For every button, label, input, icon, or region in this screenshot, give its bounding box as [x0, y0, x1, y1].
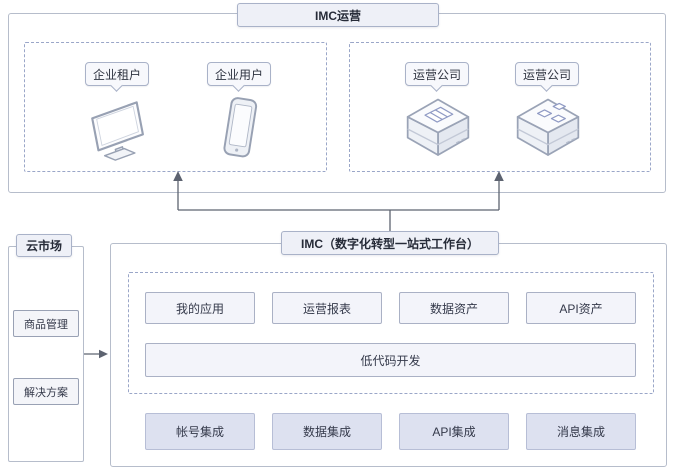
label-bubble-operator-company-2: 运营公司 — [515, 62, 579, 86]
cell-lowcode-development: 低代码开发 — [145, 343, 636, 377]
api-assets-label: API资产 — [559, 301, 603, 316]
cloud-item-solutions: 解决方案 — [13, 378, 79, 405]
cell-message-integration: 消息集成 — [526, 413, 636, 450]
cell-operation-reports: 运营报表 — [272, 292, 382, 324]
message-integration-label: 消息集成 — [556, 425, 605, 439]
enterprise-tenant-label: 企业租户 — [92, 67, 141, 82]
data-integration-label: 数据集成 — [302, 425, 351, 439]
operator-group-box — [349, 42, 651, 172]
solutions-label: 解决方案 — [24, 386, 68, 399]
imc-operations-container — [8, 13, 666, 193]
enterprise-user-label: 企业用户 — [214, 67, 263, 82]
enterprise-group-box — [24, 42, 327, 172]
cell-my-apps: 我的应用 — [145, 292, 255, 324]
cell-account-integration: 帐号集成 — [145, 413, 255, 450]
cloud-market-container — [8, 246, 84, 462]
phone-icon — [200, 92, 280, 171]
cube-table-icon — [399, 92, 477, 171]
cell-data-assets: 数据资产 — [399, 292, 509, 324]
arrowhead-right — [99, 349, 108, 359]
operator-company-2-label: 运营公司 — [522, 67, 571, 82]
cloud-item-product-management: 商品管理 — [13, 310, 79, 337]
imc-operations-title: IMC运营 — [237, 3, 439, 27]
monitor-icon — [78, 92, 158, 171]
cube-flow-icon — [509, 92, 587, 171]
cloud-market-title: 云市场 — [16, 234, 72, 257]
account-integration-label: 帐号集成 — [175, 425, 224, 439]
my-apps-label: 我的应用 — [175, 301, 224, 316]
imc-workbench-title: IMC（数字化转型一站式工作台） — [281, 231, 499, 255]
cell-data-integration: 数据集成 — [272, 413, 382, 450]
imc-inner-dashed-box — [128, 272, 654, 394]
operation-reports-label: 运营报表 — [302, 301, 351, 316]
product-management-label: 商品管理 — [24, 318, 68, 331]
lowcode-development-label: 低代码开发 — [360, 353, 421, 368]
cloud-market-title-label: 云市场 — [25, 239, 62, 253]
operator-company-1-label: 运营公司 — [412, 67, 461, 82]
data-assets-label: 数据资产 — [429, 301, 478, 316]
cell-api-assets: API资产 — [526, 292, 636, 324]
imc-operations-title-label: IMC运营 — [315, 8, 361, 23]
label-bubble-operator-company-1: 运营公司 — [405, 62, 469, 86]
api-integration-label: API集成 — [432, 425, 476, 439]
imc-workbench-title-label: IMC（数字化转型一站式工作台） — [301, 236, 479, 251]
cell-api-integration: API集成 — [399, 413, 509, 450]
label-bubble-enterprise-user: 企业用户 — [207, 62, 271, 86]
label-bubble-enterprise-tenant: 企业租户 — [85, 62, 149, 86]
